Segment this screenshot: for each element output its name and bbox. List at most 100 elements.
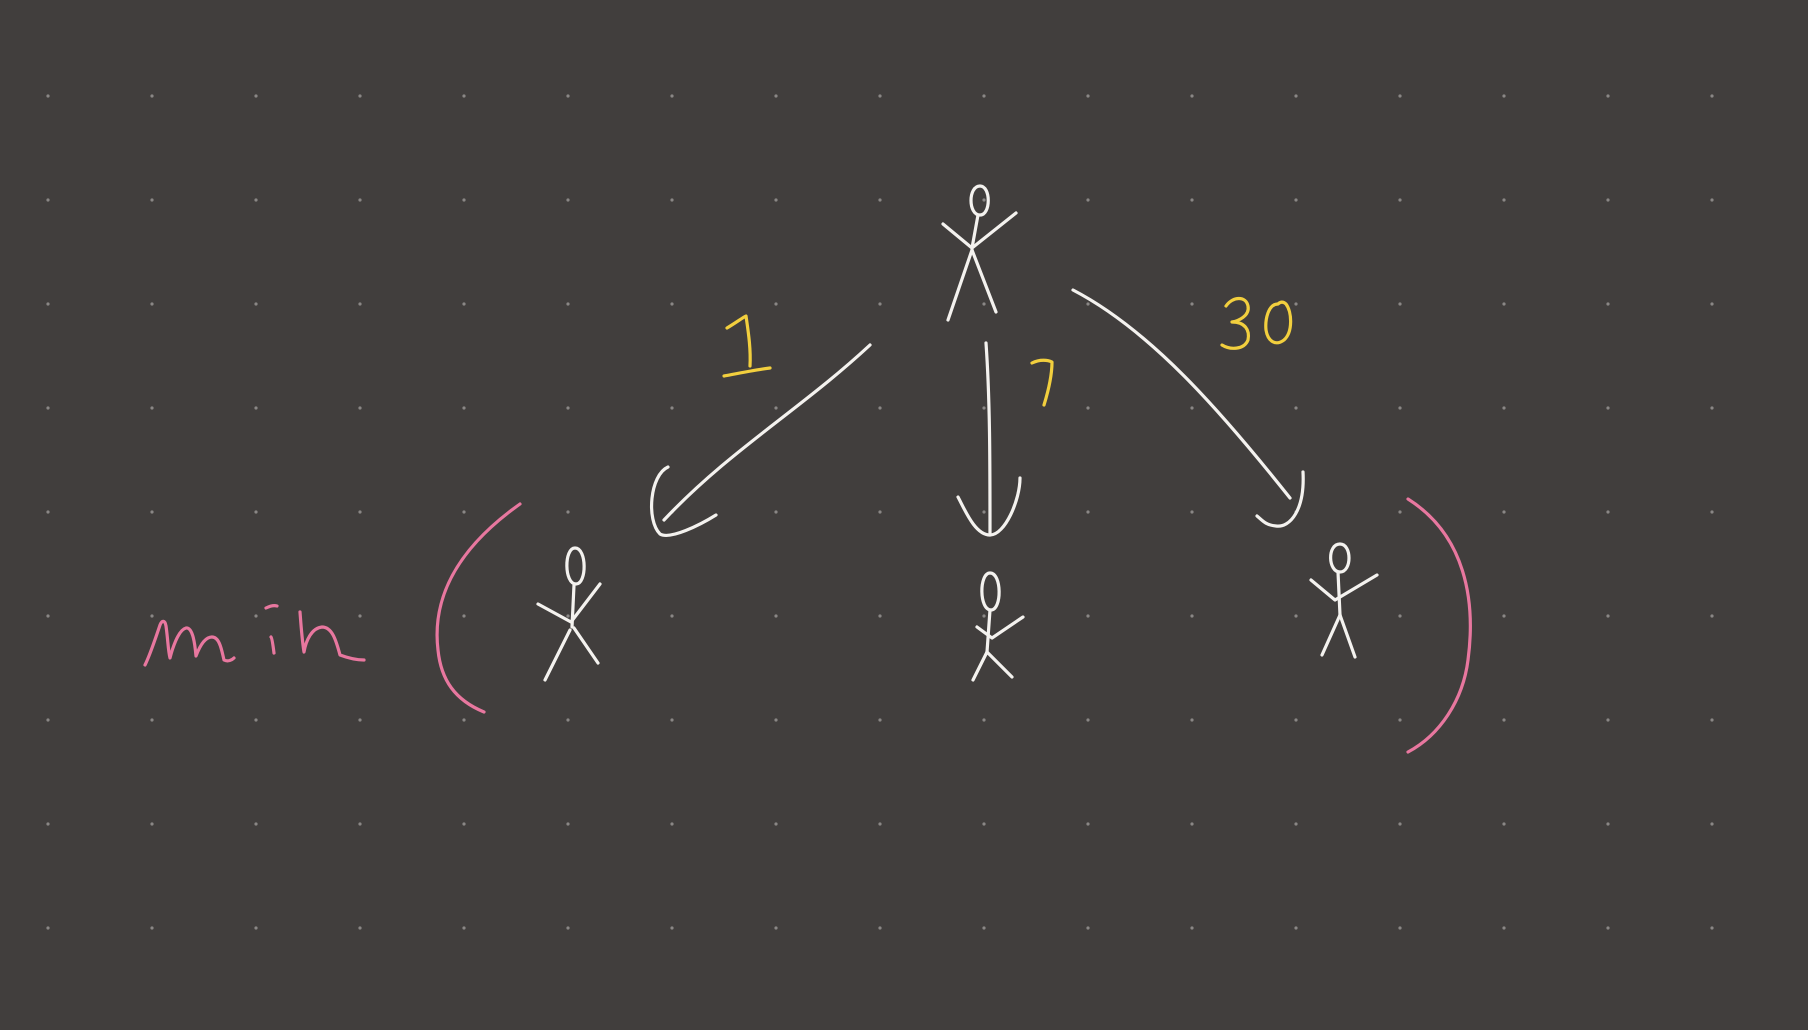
grid-dot <box>982 718 986 722</box>
grid-dot <box>1190 302 1194 306</box>
grid-dot <box>462 302 466 306</box>
grid-dot <box>358 718 362 722</box>
grid-dot <box>1502 822 1506 826</box>
grid-dot <box>358 198 362 202</box>
grid-dot <box>358 94 362 98</box>
grid-dot <box>1190 718 1194 722</box>
grid-dot <box>46 406 50 410</box>
grid-dot <box>1294 406 1298 410</box>
grid-dot <box>1086 614 1090 618</box>
grid-dot <box>566 406 570 410</box>
left-person-stick-figure-icon <box>536 546 602 682</box>
grid-dot <box>774 406 778 410</box>
grid-dot <box>1710 926 1714 930</box>
grid-dot <box>462 926 466 930</box>
grid-dot <box>1294 822 1298 826</box>
grid-dot <box>254 94 258 98</box>
grid-dot <box>1398 614 1402 618</box>
grid-dot <box>150 614 154 618</box>
grid-dot <box>1710 614 1714 618</box>
grid-dot <box>566 198 570 202</box>
grid-dot <box>1502 94 1506 98</box>
grid-dot <box>670 926 674 930</box>
grid-dot <box>358 926 362 930</box>
center-person-stick-figure-icon <box>971 571 1025 682</box>
grid-dot <box>1398 926 1402 930</box>
grid-dot <box>566 926 570 930</box>
grid-dot <box>1710 198 1714 202</box>
grid-dot <box>1294 94 1298 98</box>
root-person-stick-figure-icon <box>941 184 1018 322</box>
grid-dot <box>566 614 570 618</box>
grid-dot <box>670 198 674 202</box>
grid-dot <box>254 718 258 722</box>
grid-dot <box>1606 198 1610 202</box>
grid-dot <box>358 822 362 826</box>
grid-dot <box>1294 614 1298 618</box>
grid-dot <box>982 822 986 826</box>
grid-dot <box>774 302 778 306</box>
grid-dot <box>254 198 258 202</box>
grid-dot <box>1502 406 1506 410</box>
grid-dot <box>670 406 674 410</box>
grid-dot <box>1398 94 1402 98</box>
grid-dot <box>150 926 154 930</box>
grid-dot <box>1710 94 1714 98</box>
grid-dot <box>150 198 154 202</box>
grid-dot <box>1190 198 1194 202</box>
grid-dot <box>878 718 882 722</box>
grid-dot <box>774 510 778 514</box>
grid-dot <box>1398 198 1402 202</box>
edge-weight-30: 30 <box>1220 296 1293 350</box>
grid-dot <box>566 510 570 514</box>
grid-dot <box>1190 822 1194 826</box>
grid-dot <box>566 822 570 826</box>
grid-dot <box>1190 94 1194 98</box>
grid-dot <box>358 614 362 618</box>
grid-dot <box>1502 614 1506 618</box>
grid-dot <box>1190 926 1194 930</box>
grid-dot <box>46 198 50 202</box>
grid-dot <box>254 302 258 306</box>
grid-dot <box>566 302 570 306</box>
grid-dot <box>878 302 882 306</box>
grid-dot <box>1606 510 1610 514</box>
grid-dot <box>1086 406 1090 410</box>
grid-dot <box>46 302 50 306</box>
grid-dot <box>1190 510 1194 514</box>
arrow-to-center-person-arrow-icon <box>956 341 1022 537</box>
grid-dot <box>878 94 882 98</box>
grid-dot <box>982 198 986 202</box>
grid-dot <box>982 302 986 306</box>
grid-dot <box>254 822 258 826</box>
grid-dot <box>1606 302 1610 306</box>
grid-dot <box>1606 614 1610 618</box>
grid-dot <box>150 302 154 306</box>
grid-dot <box>774 198 778 202</box>
grid-dot <box>1086 822 1090 826</box>
grid-dot <box>1606 822 1610 826</box>
grid-dot <box>1502 718 1506 722</box>
grid-dot <box>982 926 986 930</box>
grid-dot <box>1086 198 1090 202</box>
grid-dot <box>254 926 258 930</box>
grid-dot <box>982 94 986 98</box>
grid-dot <box>670 718 674 722</box>
grid-dot <box>774 822 778 826</box>
grid-dot <box>878 822 882 826</box>
grid-dot <box>46 926 50 930</box>
grid-dot <box>462 614 466 618</box>
grid-dot <box>982 510 986 514</box>
min-annotation: min <box>143 604 366 667</box>
grid-dot <box>254 406 258 410</box>
grid-dot <box>254 510 258 514</box>
grid-dot <box>1190 406 1194 410</box>
grid-dot <box>878 614 882 618</box>
grid-dot <box>670 94 674 98</box>
grid-dot <box>46 510 50 514</box>
grid-dot <box>1398 406 1402 410</box>
grid-dot <box>1086 718 1090 722</box>
edge-weight-7: 7 <box>1030 358 1054 407</box>
grid-dot <box>462 94 466 98</box>
